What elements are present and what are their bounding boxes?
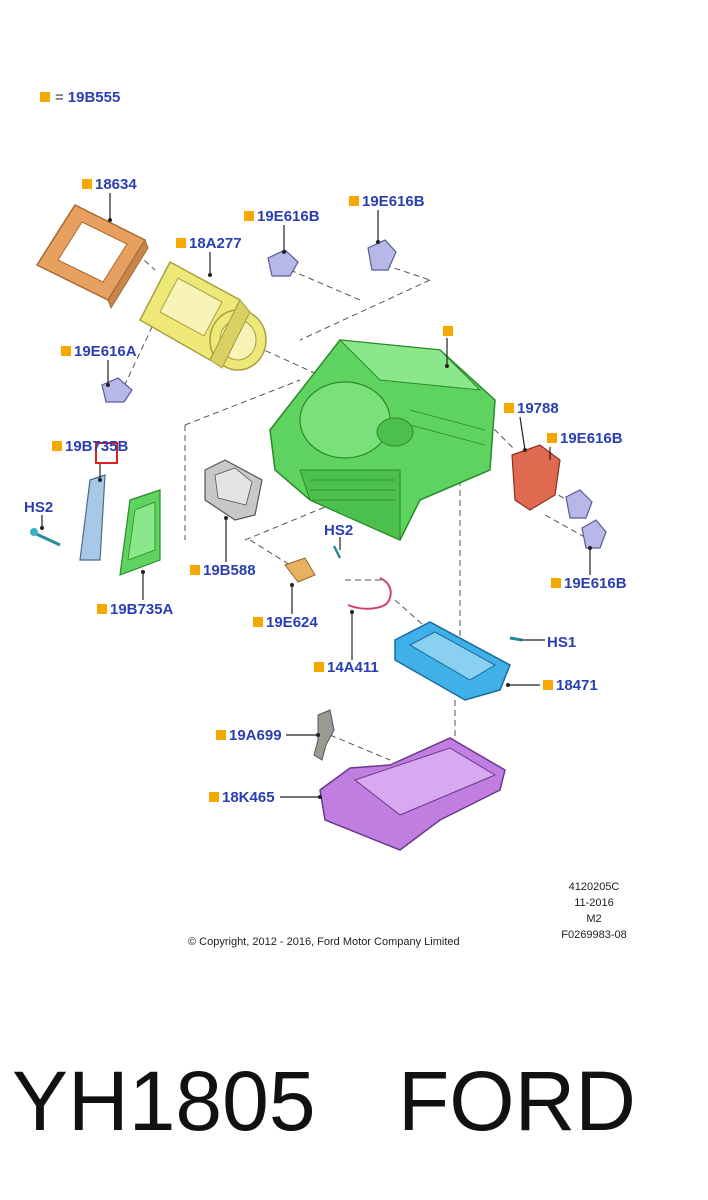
label-19A699[interactable]: 19A699 [216,727,282,745]
marker-icon [551,578,561,588]
label-19E624[interactable]: 19E624 [253,614,318,632]
legend: =19B555 [40,89,120,106]
part-HS2-screw-mid [332,545,342,559]
part-19788-module [511,444,561,511]
marker-icon [504,403,514,413]
marker-icon [314,662,324,672]
marker-icon [82,179,92,189]
label-HS2-mid[interactable]: HS2 [324,522,354,539]
highlight-box [95,442,118,464]
leader-dots [40,218,592,799]
part-19B735B-bracket [79,474,106,561]
meta-revision: M2 [586,913,602,925]
label-19B735A[interactable]: 19B735A [97,601,173,619]
label-19B735B[interactable]: 19B735B [52,438,128,456]
marker-icon [52,441,62,451]
marker-icon [216,730,226,740]
part-18A277-duct [139,260,267,371]
part-HS2-screw-left [30,528,61,547]
meta-illustration-number: 4120205C [568,881,620,893]
meta-figure-id: F0269983-08 [561,929,627,941]
label-14A411[interactable]: 14A411 [314,659,379,677]
housing-marker-square [443,326,453,336]
label-19788[interactable]: 19788 [504,400,559,418]
marker-icon [543,680,553,690]
parts-diagram [30,193,607,851]
marker-icon [190,565,200,575]
part-HS1-screw [509,636,523,642]
part-18K465-lower-case [319,737,506,851]
part-number-caption: YH1805 [12,1054,316,1148]
leader-lines [41,193,591,798]
legend-equals: = [55,89,64,106]
label-18K465[interactable]: 18K465 [209,789,275,807]
marker-icon [97,604,107,614]
marker-icon [547,433,557,443]
label-19E616B-right-top[interactable]: 19E616B [547,430,623,448]
label-19E616B-top-right[interactable]: 19E616B [349,193,425,211]
label-18471[interactable]: 18471 [543,677,598,695]
marker-icon [253,617,263,627]
part-19A699-bracket [313,709,335,761]
part-19E616-actuators [101,239,607,549]
part-18471-housing [394,621,511,701]
part-14A411-harness [347,577,392,610]
legend-marker-icon [40,92,50,102]
label-19E616B-right-bottom[interactable]: 19E616B [551,575,627,593]
brand-caption: FORD [398,1054,636,1148]
drawing-metadata: 4120205C 11-2016 M2 F0269983-08 [556,879,632,943]
part-hvac-housing [269,339,496,541]
label-19E616B-top-left[interactable]: 19E616B [244,208,320,226]
marker-icon [209,792,219,802]
part-18634-filter-frame [35,204,149,310]
marker-icon [244,211,254,221]
marker-icon [349,196,359,206]
legend-code: 19B555 [67,89,121,106]
marker-icon [61,346,71,356]
label-HS2-left[interactable]: HS2 [24,499,54,516]
part-19E624-connector [284,557,316,583]
meta-date: 11-2016 [574,897,614,909]
part-19B588-resistor [204,459,263,521]
label-HS1[interactable]: HS1 [547,634,577,651]
label-18A277[interactable]: 18A277 [176,235,242,253]
marker-icon [176,238,186,248]
label-18634[interactable]: 18634 [82,176,137,194]
part-19B735A-board [119,489,161,576]
label-19E616A[interactable]: 19E616A [61,343,137,361]
copyright-notice: © Copyright, 2012 - 2016, Ford Motor Com… [188,936,460,948]
label-19B588[interactable]: 19B588 [190,562,256,580]
